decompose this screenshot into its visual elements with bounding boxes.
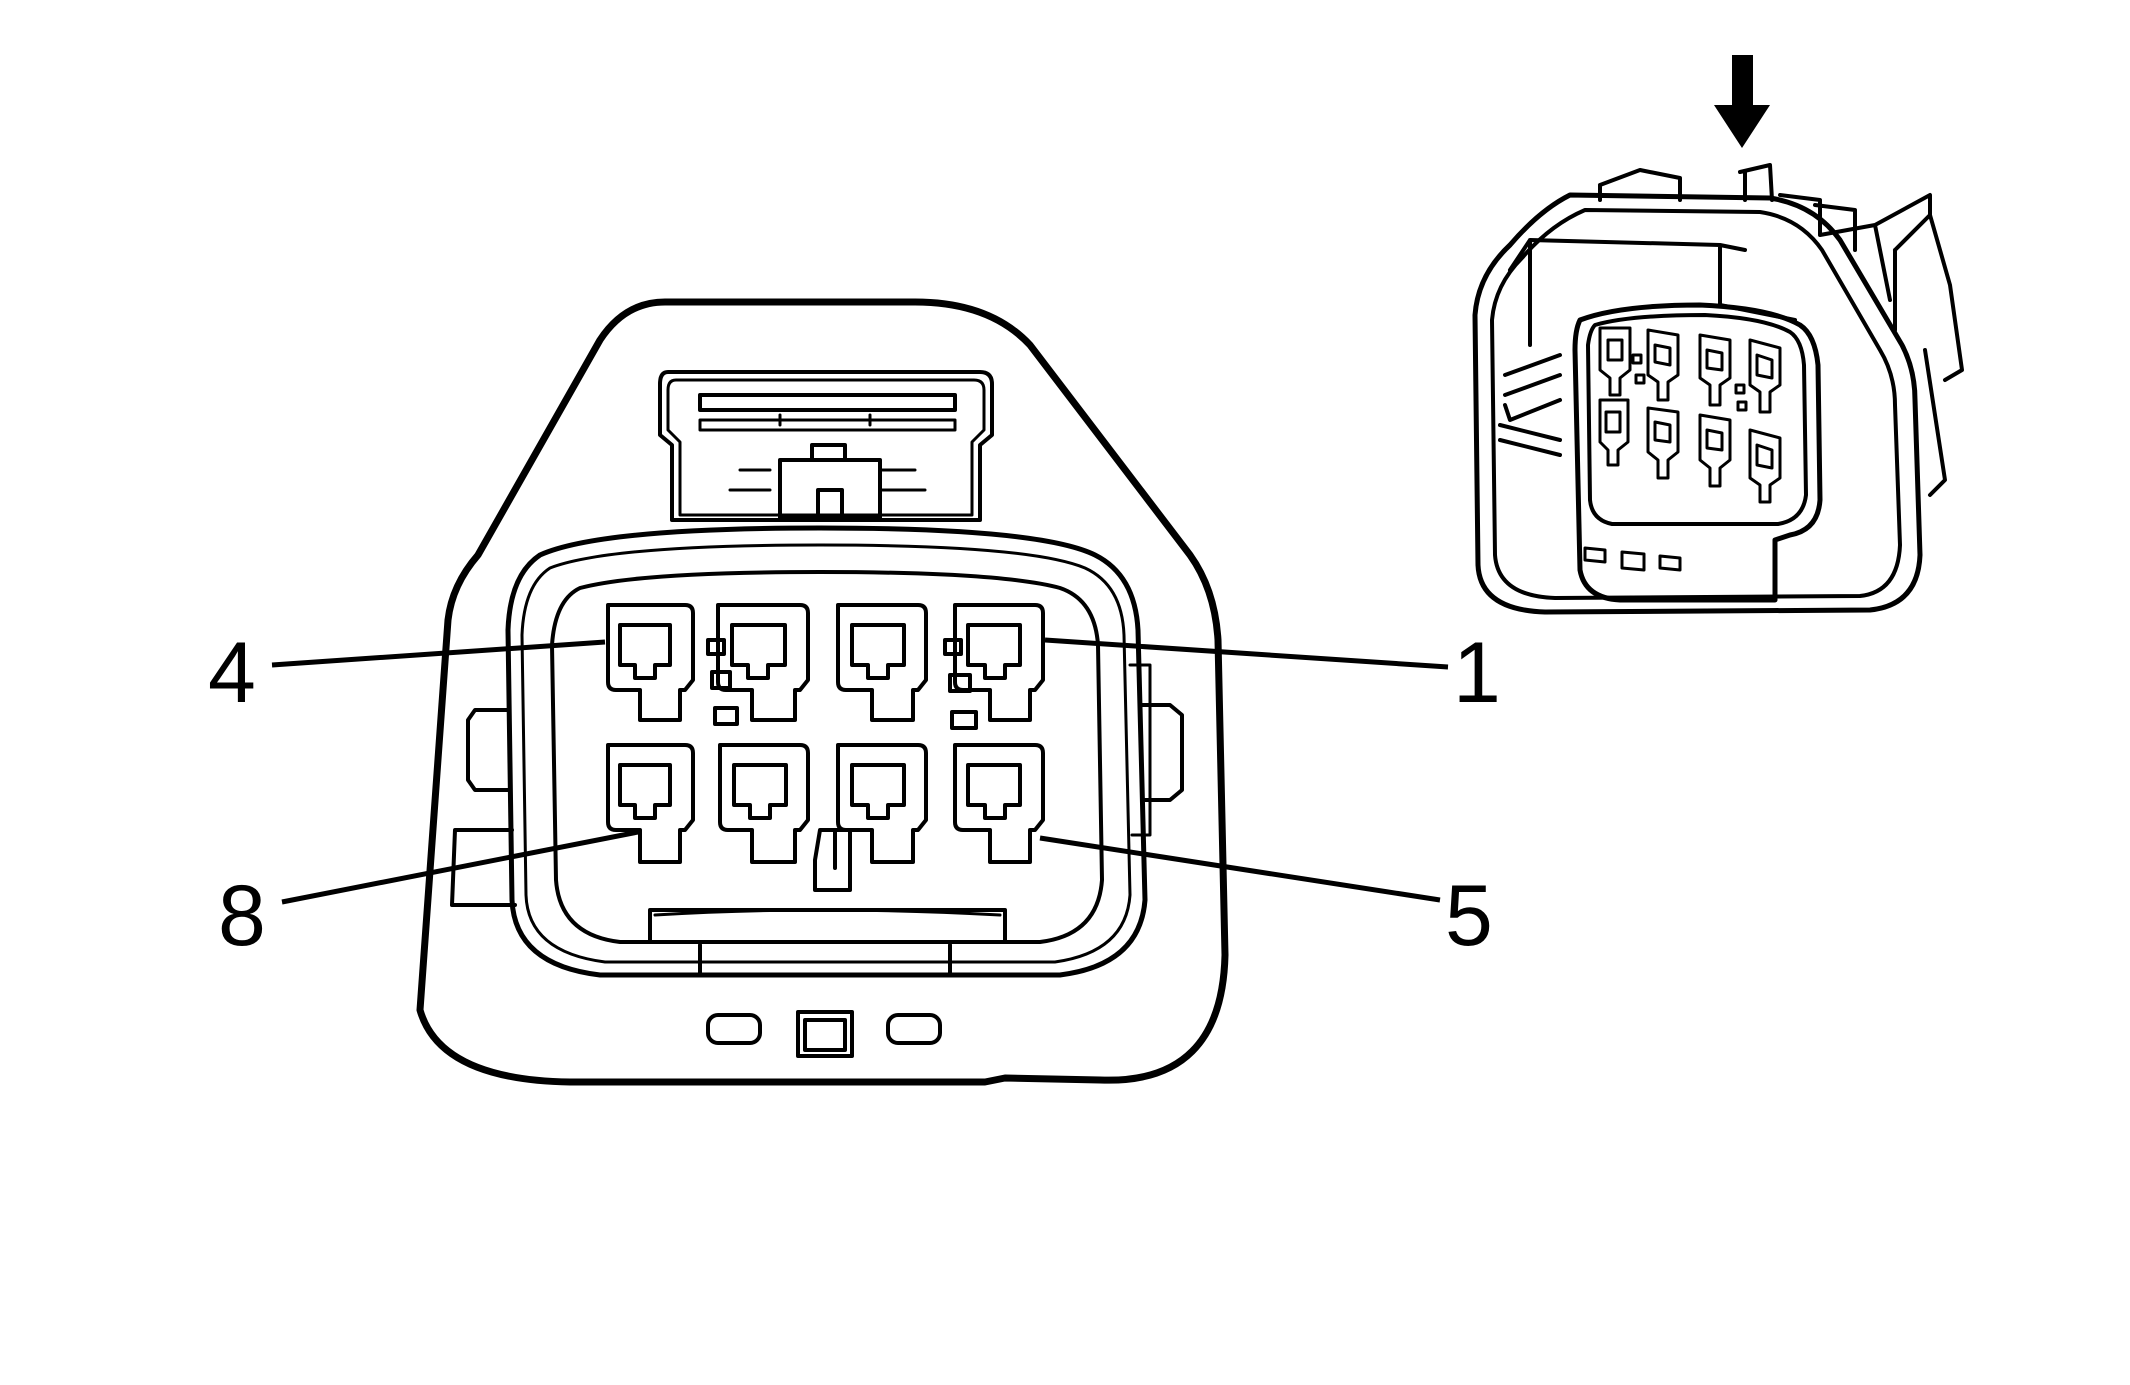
cavity-row-top [606,603,1045,722]
pin-labels: 4 1 8 5 [208,625,1501,964]
pin-label-1: 1 [1453,625,1501,721]
iso-shell-inner [1490,208,1902,600]
cavity-row-bottom [606,743,1045,864]
cavity-4 [606,603,695,722]
face-surround-outer [505,525,1148,978]
iso-face-outer [1572,302,1823,603]
leader-pin8 [281,829,639,905]
iso-back-blocks [1598,163,1964,497]
iso-shell-outer [1472,192,1923,615]
iso-top-bar [1508,238,1797,347]
latch-lever-tab [810,443,847,520]
cavity-7 [718,743,810,864]
pin-label-4: 4 [208,625,256,721]
cavity-6 [836,743,928,864]
connector-isometric-view [1472,55,1964,615]
housing-outline [416,298,1229,1086]
indicator-windows [706,1010,942,1058]
cavity-2 [836,603,928,722]
cavity-5 [953,743,1045,864]
pin-label-8: 8 [218,868,266,964]
cavity-8 [606,743,695,864]
latch-window [698,393,957,412]
bottom-rail [648,908,1007,977]
iso-indicator-windows [1583,546,1682,572]
right-wing-lower [1128,663,1152,837]
connector-front-view [416,298,1229,1086]
cavity-1 [953,603,1045,722]
leader-pin5 [1039,835,1441,903]
leader-pin1 [1044,637,1449,670]
iso-left-ribs [1498,353,1562,457]
iso-face-inner [1586,313,1808,526]
leader-pin4 [271,639,606,668]
pin-label-5: 5 [1445,868,1493,964]
face-inner [550,570,1104,944]
face-surround-mid [520,543,1132,964]
keying-marks [706,638,978,892]
right-wing [1138,703,1184,802]
latch-frame-inner [666,378,986,517]
leader-lines [271,637,1449,905]
iso-cavities [1598,326,1782,504]
bottom-rail-inner [653,908,1002,917]
arrow-down-icon [1714,55,1770,148]
latch-frame-outer [658,370,994,522]
cavity-3 [716,603,810,722]
latch-hatch [728,413,927,492]
latch-slot [698,418,957,432]
left-wing [466,708,510,792]
